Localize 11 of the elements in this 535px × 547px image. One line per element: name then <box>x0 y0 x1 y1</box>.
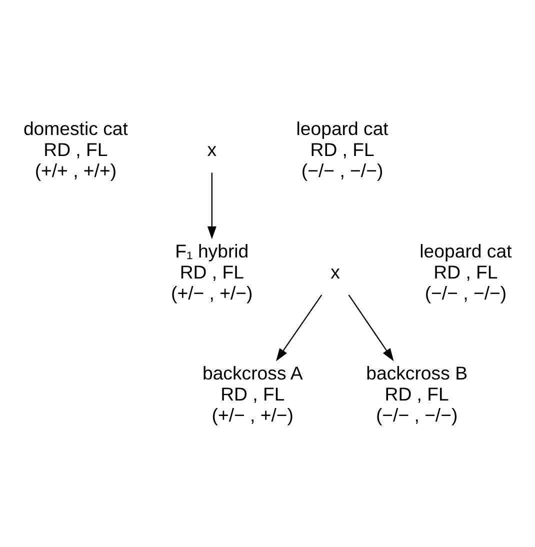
node-text: domestic cat RD , FL (+/+ , +/+) <box>23 118 128 181</box>
arrow <box>207 172 216 239</box>
node-text: leopard cat RD , FL (−/− , −/−) <box>296 118 388 181</box>
node-text: x <box>207 138 217 160</box>
node-text: leopard cat RD , FL (−/− , −/−) <box>420 240 512 303</box>
node-text: backcross A RD , FL (+/− , +/−) <box>202 362 303 426</box>
arrow <box>348 294 394 361</box>
node-text: x <box>330 260 340 282</box>
node-text: F₁ hybrid RD , FL (+/− , +/−) <box>171 240 253 303</box>
arrow <box>276 294 322 361</box>
node-text: backcross B RD , FL (−/− , −/−) <box>366 362 468 426</box>
